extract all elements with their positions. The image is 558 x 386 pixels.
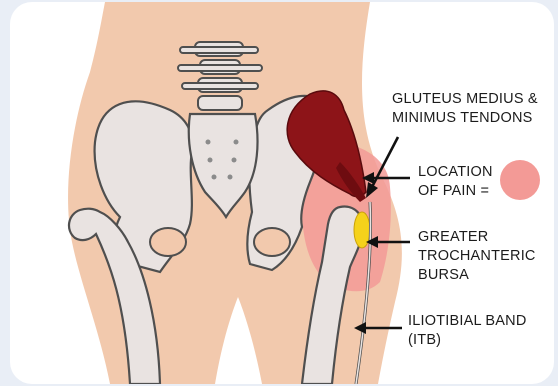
diagram-frame: GLUTEUS MEDIUS & MINIMUS TENDONS LOCATIO… — [10, 2, 554, 384]
pain-legend-dot — [500, 160, 540, 200]
label-location-of-pain: LOCATION OF PAIN = — [418, 163, 493, 201]
label-iliotibial-band: ILIOTIBIAL BAND (ITB) — [408, 312, 527, 350]
obturator-left — [150, 228, 186, 256]
obturator-right — [254, 228, 290, 256]
label-gluteus-tendons: GLUTEUS MEDIUS & MINIMUS TENDONS — [392, 90, 538, 128]
label-greater-trochanteric-bursa: GREATER TROCHANTERIC BURSA — [418, 228, 536, 285]
